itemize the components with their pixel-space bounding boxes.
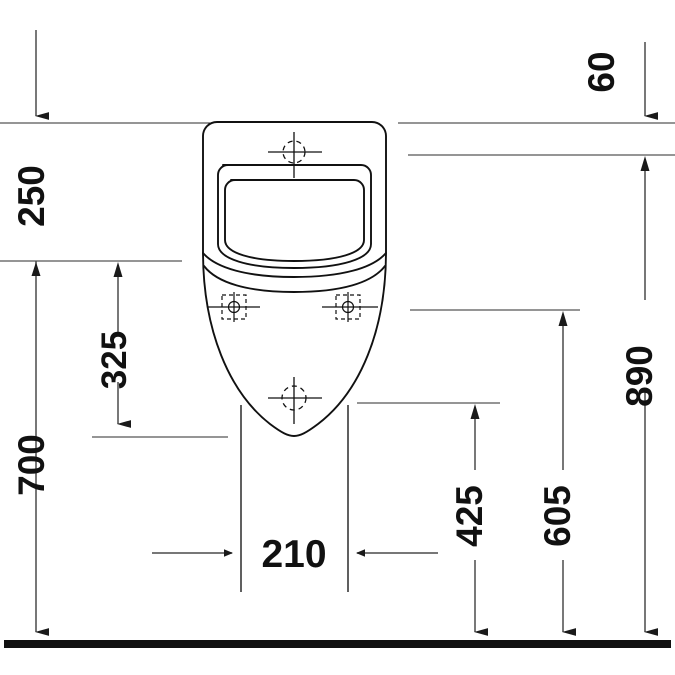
urinal-bowl-inner-contour bbox=[224, 179, 365, 262]
dimension-label-250: 250 bbox=[11, 165, 52, 227]
left-wall-fixing-marker bbox=[208, 292, 260, 322]
outlet-center-marker bbox=[268, 377, 322, 424]
urinal-outer-silhouette bbox=[202, 121, 387, 437]
dimension-label-890: 890 bbox=[619, 345, 660, 407]
dim-arrow-250-lower bbox=[31, 262, 41, 276]
dimension-label-700: 700 bbox=[11, 434, 52, 496]
floor-reference-line bbox=[4, 640, 671, 648]
dimension-label-60: 60 bbox=[581, 51, 622, 92]
dimension-label-325: 325 bbox=[95, 331, 134, 389]
urinal-rim-band-lower bbox=[203, 265, 386, 293]
dimension-label-605: 605 bbox=[537, 485, 578, 547]
dimension-label-425: 425 bbox=[449, 485, 490, 547]
urinal-bowl-inner-outline bbox=[217, 164, 372, 269]
dimension-label-210: 210 bbox=[261, 533, 326, 576]
dim-arrow-325-top bbox=[113, 262, 123, 277]
dim-arrow-60-lower bbox=[640, 156, 650, 171]
dim-arrow-605-top bbox=[558, 311, 568, 326]
top-fixing-point-marker bbox=[268, 132, 322, 178]
dimension-lines bbox=[31, 30, 658, 636]
dim-arrow-425-top bbox=[470, 404, 480, 419]
urinal-body-outline bbox=[202, 121, 387, 437]
urinal-rim-band bbox=[202, 252, 387, 278]
right-wall-fixing-marker bbox=[322, 292, 378, 322]
extension-lines bbox=[0, 122, 675, 438]
